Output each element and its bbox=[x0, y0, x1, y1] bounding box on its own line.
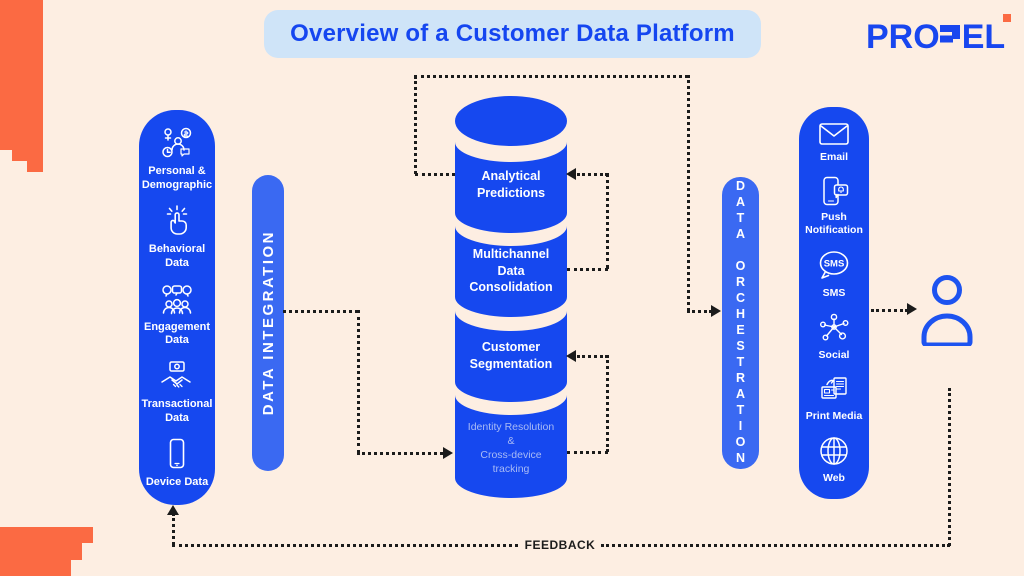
source-item-label: Personal & Demographic bbox=[141, 165, 213, 191]
channel-item-email: Email bbox=[817, 121, 851, 164]
customer-person-icon bbox=[921, 275, 973, 346]
channel-item-label: Social bbox=[818, 349, 850, 362]
source-item-transactional: Transactional Data bbox=[141, 358, 213, 426]
source-item-label: Transactional Data bbox=[141, 398, 213, 425]
engagement-icon bbox=[162, 284, 192, 314]
print-media-icon bbox=[821, 376, 847, 399]
arrowhead-into-segmentation bbox=[566, 350, 576, 362]
source-item-device: Device Data bbox=[146, 436, 208, 490]
source-item-label: Engagement Data bbox=[143, 320, 210, 347]
connector-feedback-up-v bbox=[172, 513, 175, 545]
brand-logo-stylized-p bbox=[939, 24, 960, 42]
sms-bubble-text: SMS bbox=[824, 258, 845, 269]
data-orchestration-pill: DATA ORCHESTRATION bbox=[722, 177, 759, 469]
channels-panel: Email Push Notification SMS SMS Social bbox=[799, 107, 869, 499]
data-integration-label: DATA INTEGRATION bbox=[259, 230, 277, 416]
connector-integration-down-v bbox=[357, 310, 360, 453]
channel-item-social: Social bbox=[817, 311, 851, 362]
personal-demographic-icon bbox=[162, 127, 192, 158]
channel-item-label: Email bbox=[819, 150, 848, 163]
arrowhead-into-orchestration bbox=[711, 305, 721, 317]
channel-item-sms: SMS SMS bbox=[816, 249, 852, 300]
channel-item-push-notification: Push Notification bbox=[801, 175, 867, 237]
channel-item-label: Push Notification bbox=[805, 211, 863, 237]
sms-icon: SMS bbox=[819, 250, 849, 279]
source-item-label: Device Data bbox=[145, 476, 209, 489]
identity-line-3: Cross-device tracking bbox=[480, 449, 542, 476]
decor-bottom-left-step2 bbox=[0, 543, 82, 560]
source-item-label: Behavioral Data bbox=[148, 242, 206, 269]
source-item-engagement: Engagement Data bbox=[141, 281, 213, 349]
identity-line-1: Identity Resolution bbox=[467, 420, 555, 433]
connector-top-right-v bbox=[687, 75, 690, 311]
connector-multichannel-out-h bbox=[567, 268, 608, 271]
channel-item-label: Web bbox=[823, 472, 845, 485]
brand-logo-text-right: EL bbox=[961, 17, 1006, 56]
cylinder-segment-segmentation bbox=[455, 311, 567, 402]
connector-feedback-left-h bbox=[172, 544, 518, 547]
social-icon bbox=[820, 313, 849, 341]
connector-analytical-out-h bbox=[415, 173, 455, 176]
connector-into-orchestration-h bbox=[687, 310, 712, 313]
connector-feedback-right-h bbox=[601, 544, 950, 547]
connector-identity-out-h bbox=[567, 451, 608, 454]
arrowhead-into-identity bbox=[443, 447, 453, 459]
connector-into-identity-h bbox=[357, 452, 443, 455]
connector-person-down-v bbox=[948, 388, 951, 546]
transactional-icon bbox=[161, 361, 191, 389]
channel-item-print-media: Print Media bbox=[805, 374, 863, 423]
cylinder-label-multichannel: Multichannel Data Consolidation bbox=[469, 246, 553, 295]
arrowhead-into-analytical bbox=[566, 168, 576, 180]
source-item-personal-demographic: Personal & Demographic bbox=[141, 125, 213, 193]
source-item-behavioral: Behavioral Data bbox=[141, 203, 213, 271]
behavioral-icon bbox=[166, 205, 188, 235]
brand-logo-accent-square bbox=[1003, 14, 1012, 22]
email-icon bbox=[819, 122, 849, 145]
connector-into-analytical-h bbox=[577, 173, 608, 176]
channel-item-label: SMS bbox=[822, 286, 846, 299]
connector-channels-to-person-h bbox=[871, 309, 908, 312]
cylinder-label-identity: Identity Resolution & Cross-device track… bbox=[455, 415, 567, 481]
connector-integration-out-h bbox=[283, 310, 358, 313]
brand-logo: PRO EL bbox=[866, 14, 1012, 57]
brand-logo-text-left: PRO bbox=[866, 17, 940, 56]
cylinder-segment-analytical bbox=[455, 142, 567, 233]
channel-item-label: Print Media bbox=[805, 409, 863, 422]
cylinder-segment-multichannel bbox=[455, 226, 567, 317]
identity-line-2: & bbox=[507, 434, 515, 447]
device-icon bbox=[169, 438, 185, 469]
decor-top-left-step1 bbox=[12, 150, 43, 161]
decor-top-left-step2 bbox=[27, 161, 43, 172]
connector-identity-up-v bbox=[606, 355, 609, 452]
page-title: Overview of a Customer Data Platform bbox=[264, 10, 761, 58]
arrowhead-into-sources bbox=[167, 505, 179, 515]
push-notification-icon bbox=[823, 176, 849, 206]
connector-top-left-v bbox=[414, 76, 417, 174]
decor-top-left-bar bbox=[0, 0, 43, 150]
data-integration-pill: DATA INTEGRATION bbox=[252, 175, 284, 471]
data-sources-panel: Personal & Demographic Behavioral Data E… bbox=[139, 110, 215, 505]
cdp-cylinder bbox=[455, 96, 567, 498]
channel-item-web: Web bbox=[817, 434, 851, 485]
cylinder-label-analytical: Analytical Predictions bbox=[476, 169, 546, 200]
web-icon bbox=[820, 437, 848, 465]
cylinder-label-segmentation: Customer Segmentation bbox=[469, 340, 553, 371]
connector-top-h bbox=[414, 75, 688, 78]
connector-multichannel-up-v bbox=[606, 173, 609, 269]
feedback-label: FEEDBACK bbox=[519, 538, 601, 552]
cylinder-segment-identity bbox=[455, 395, 567, 498]
arrowhead-into-person bbox=[907, 303, 917, 315]
connector-into-segmentation-h bbox=[577, 355, 608, 358]
decor-bottom-left-step3 bbox=[0, 560, 71, 576]
decor-bottom-left-step1 bbox=[0, 527, 93, 543]
data-orchestration-label: DATA ORCHESTRATION bbox=[733, 179, 748, 467]
